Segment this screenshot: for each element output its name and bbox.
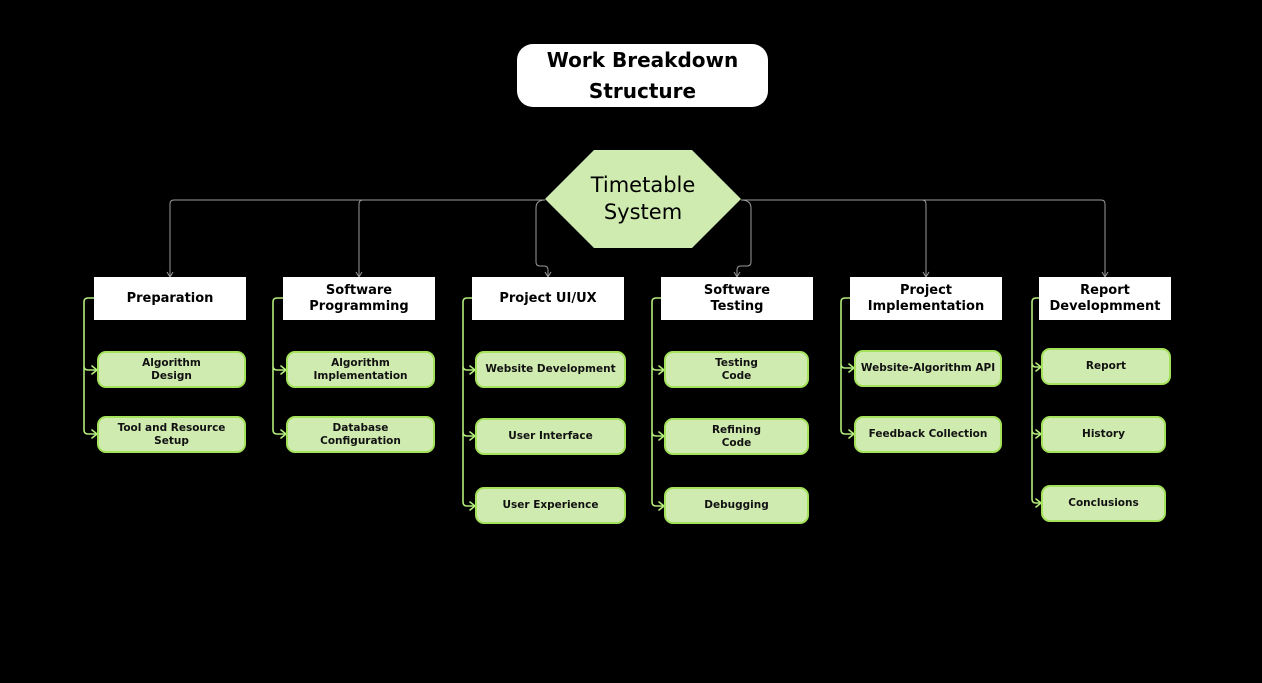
task-website-algorithm-api: Website-Algorithm API: [854, 350, 1002, 387]
task-tool-and-resource-setup: Tool and Resource Setup: [97, 416, 246, 453]
connector-root-project-uiux: [535, 199, 549, 277]
task-history: History: [1041, 416, 1166, 453]
connector-report-development-tasks: [1031, 297, 1042, 504]
task-testing-code: Testing Code: [664, 351, 809, 388]
category-software-testing: Software Testing: [661, 277, 813, 320]
task-database-configuration: Database Configuration: [286, 416, 435, 453]
connector-root-software-testing: [736, 199, 752, 277]
category-report-development: Report Developmment: [1039, 277, 1171, 320]
connector-software-testing-tasks: [651, 297, 665, 507]
connector-root-project-implementation: [741, 199, 927, 277]
connector-root-software-programming: [358, 199, 545, 277]
task-refining-code: Refining Code: [664, 418, 809, 455]
task-conclusions: Conclusions: [1041, 485, 1166, 522]
category-project-implementation: Project Implementation: [850, 277, 1002, 320]
category-software-programming: Software Programming: [283, 277, 435, 320]
task-feedback-collection: Feedback Collection: [854, 416, 1002, 453]
connector-root-preparation: [169, 199, 545, 277]
category-preparation: Preparation: [94, 277, 246, 320]
task-website-development: Website Development: [475, 351, 626, 388]
task-report: Report: [1041, 348, 1171, 385]
category-project-uiux: Project UI/UX: [472, 277, 624, 320]
task-algorithm-implementation: Algorithm Implementation: [286, 351, 435, 388]
task-algorithm-design: Algorithm Design: [97, 351, 246, 388]
task-user-interface: User Interface: [475, 418, 626, 455]
connector-project-uiux-tasks: [462, 297, 476, 507]
connector-root-report-development: [741, 199, 1106, 277]
task-debugging: Debugging: [664, 487, 809, 524]
diagram-title: Work Breakdown Structure: [517, 44, 768, 107]
task-user-experience: User Experience: [475, 487, 626, 524]
root-node: Timetable System: [545, 150, 741, 248]
